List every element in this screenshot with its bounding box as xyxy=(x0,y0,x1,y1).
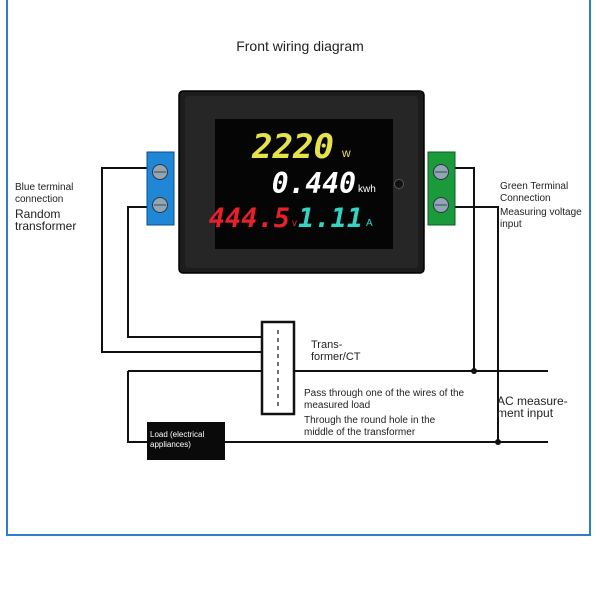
wire-blue-bottom-to-ct xyxy=(127,206,262,338)
transformer-label-2: former/CT xyxy=(311,351,361,363)
diagram-frame xyxy=(6,0,591,536)
junction-live xyxy=(471,368,477,374)
green-terminal-label-1: Green Terminal xyxy=(500,181,569,192)
green-terminal-label-4: input xyxy=(500,219,522,230)
green-terminal-label-2: Connection xyxy=(500,193,551,204)
voltage-unit: v xyxy=(292,218,297,229)
wire-green-top-to-line xyxy=(452,167,475,370)
page-title: Front wiring diagram xyxy=(236,38,364,54)
wires xyxy=(101,167,548,443)
junction-neutral xyxy=(495,439,501,445)
current-value: 1.11 xyxy=(298,203,363,234)
wire-load-return xyxy=(127,371,147,443)
current-transformer xyxy=(260,320,296,416)
pass-through-label-2: measured load xyxy=(304,400,371,411)
load-label-2: appliances) xyxy=(150,439,191,449)
energy-value: 0.440 xyxy=(272,167,356,200)
blue-terminal-label-1: Blue terminal xyxy=(15,182,74,193)
voltage-value: 444.5 xyxy=(209,203,290,234)
power-value: 2220 xyxy=(251,127,334,167)
green-terminal-label-3: Measuring voltage xyxy=(500,207,582,218)
blue-terminal-label-4: transformer xyxy=(15,219,77,233)
meter-body xyxy=(178,90,425,274)
round-hole-label-1: Through the round hole in the xyxy=(304,415,436,426)
pass-through-label-1: Pass through one of the wires of the xyxy=(304,388,465,399)
energy-unit: kwh xyxy=(358,184,376,195)
current-unit: A xyxy=(366,218,373,229)
wire-blue-top-to-ct xyxy=(101,167,262,353)
load-label-1: Load (electrical xyxy=(150,430,205,439)
wire-green-bottom-to-neutral xyxy=(452,206,499,442)
ac-input-label-2: ment input xyxy=(497,406,554,420)
load-box: Load (electrical appliances) xyxy=(147,422,225,460)
ac-input-label-1: AC measure- xyxy=(497,394,568,408)
transformer-label-1: Trans- xyxy=(311,339,343,351)
blue-terminal-block xyxy=(146,151,175,226)
round-hole-label-2: middle of the transformer xyxy=(304,427,416,438)
blue-terminal-label-3: Random xyxy=(15,207,61,221)
blue-terminal-label-2: connection xyxy=(15,194,64,205)
meter-readings: 2220 w 0.440 kwh 444.5 v 1.11 A xyxy=(209,127,376,234)
power-unit: w xyxy=(341,146,351,160)
meter-button xyxy=(394,179,404,189)
green-terminal-block xyxy=(427,151,456,226)
